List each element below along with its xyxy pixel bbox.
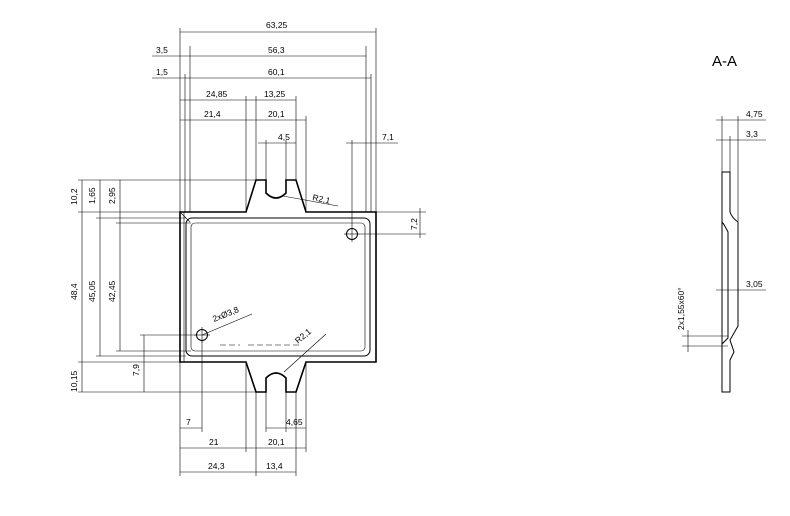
dim-chamfer: 2x1,55x60°	[676, 287, 686, 330]
dim-10-15: 10,15	[69, 370, 79, 392]
dim-48-4: 48,4	[69, 283, 79, 300]
dim-24-85: 24,85	[206, 89, 228, 99]
dim-4-5: 4,5	[278, 132, 290, 142]
dim-13-25: 13,25	[264, 89, 286, 99]
recess-outline	[185, 217, 371, 357]
dim-20-1-top: 20,1	[268, 109, 285, 119]
dim-21: 21	[209, 437, 219, 447]
dim-20-1-bottom: 20,1	[268, 437, 285, 447]
dim-7-2: 7,2	[409, 218, 419, 230]
dim-10-2: 10,2	[69, 188, 79, 205]
dim-56-3: 56,3	[268, 45, 285, 55]
dim-1-65: 1,65	[87, 187, 97, 204]
dim-42-45: 42,45	[107, 280, 117, 302]
dim-1-5: 1,5	[156, 67, 168, 77]
dim-3-3: 3,3	[746, 129, 758, 139]
plan-view	[179, 179, 377, 393]
dim-13-4: 13,4	[266, 461, 283, 471]
dim-4-65: 4,65	[286, 417, 303, 427]
dim-4-75: 4,75	[746, 109, 763, 119]
dim-60-1: 60,1	[268, 67, 285, 77]
section-profile	[721, 171, 739, 393]
dim-7: 7	[186, 417, 191, 427]
dim-3-5: 3,5	[156, 45, 168, 55]
dim-7-1: 7,1	[382, 132, 394, 142]
section-title: A-A	[712, 53, 737, 70]
dim-63-25: 63,25	[266, 20, 288, 30]
dim-45-05: 45,05	[87, 280, 97, 302]
dim-r2-1-top: R2,1	[312, 192, 332, 206]
left-dimensions: 10,2 1,65 2,95 48,4 45,05 42,45 10,15 7,…	[69, 179, 256, 393]
dim-21-4: 21,4	[204, 109, 221, 119]
dim-7-9: 7,9	[131, 364, 141, 376]
section-view: A-A 4,75 3,3 3,05 2x1,55x60°	[676, 53, 766, 393]
dim-r2-1-bottom: R2,1	[293, 326, 313, 345]
dim-3-05: 3,05	[746, 279, 763, 289]
dim-2-95: 2,95	[107, 187, 117, 204]
dim-24-3: 24,3	[208, 461, 225, 471]
recess-inner	[190, 222, 366, 352]
body-outline	[179, 179, 377, 393]
top-dimensions: 63,25 3,5 56,3 1,5 60,1 24,85 13,25 21,4…	[152, 20, 426, 238]
